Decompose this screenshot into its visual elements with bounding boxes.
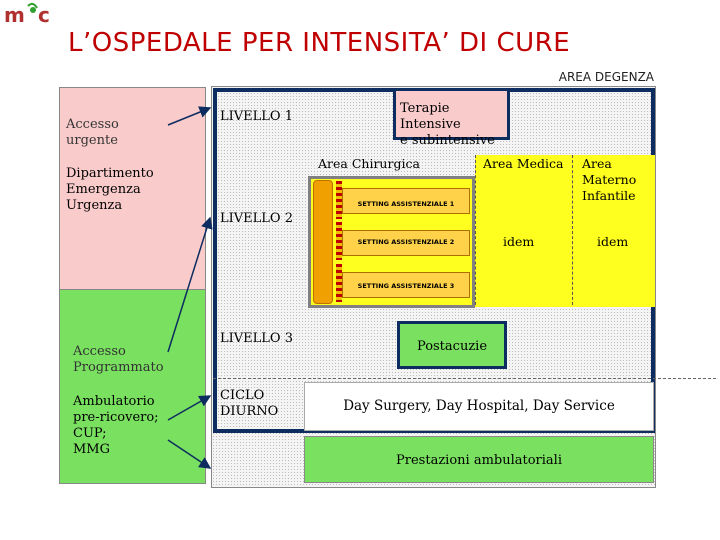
arrow-urgent-l1: [168, 108, 210, 125]
arrow-amb-prestazioni: [168, 440, 210, 468]
arrow-prog-l2: [168, 218, 210, 352]
arrow-amb-ciclo: [168, 396, 210, 420]
